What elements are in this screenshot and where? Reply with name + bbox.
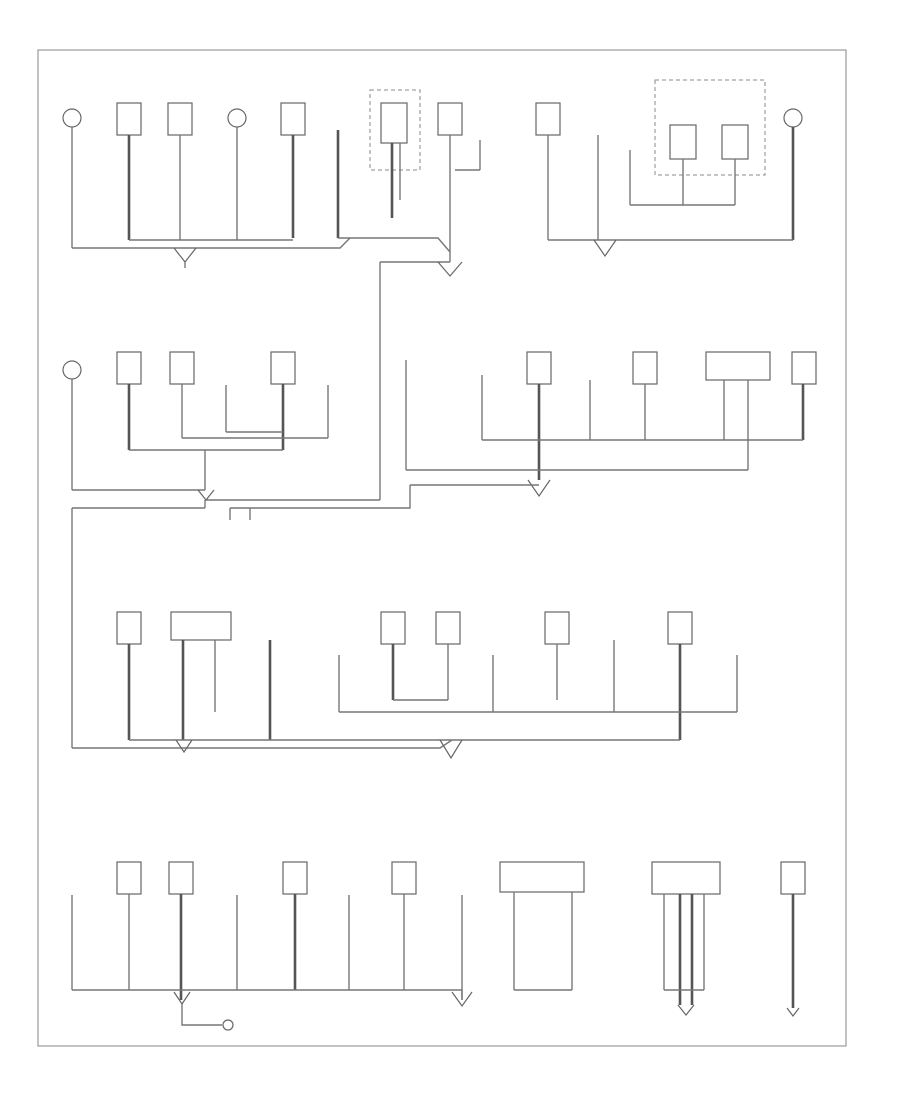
bus-r2-left-top [182, 431, 328, 439]
component-r2-5 [270, 351, 296, 450]
component-r2-1 [62, 360, 82, 490]
component-r3-6 [435, 611, 461, 700]
component-r3-8 [544, 611, 570, 700]
component-r1-11 [597, 135, 631, 240]
component-r1-13 [783, 108, 803, 240]
row-3-components [72, 611, 738, 749]
bus-r3-main [72, 739, 680, 749]
component-r3-1 [116, 611, 142, 740]
bus-r2-left-bottom [72, 489, 380, 501]
component-r4-2 [116, 861, 142, 990]
diagram-frame [37, 49, 847, 1047]
component-r3-10 [667, 611, 693, 740]
bus-r1-left-2 [129, 237, 451, 253]
component-r1-8 [437, 102, 463, 262]
ground-g106 [175, 739, 193, 754]
bus-r2-left [129, 449, 283, 490]
bus-r4-left [72, 989, 572, 1000]
ground-g103 [593, 239, 617, 258]
component-r1-9 [455, 140, 481, 171]
component-r1-1 [62, 108, 82, 248]
component-r2-11 [632, 351, 658, 440]
bus-r1-center [379, 261, 450, 500]
component-r4-3 [168, 861, 194, 1000]
row-4-components [71, 861, 806, 1008]
row-2-components [62, 351, 817, 501]
ground-g104 [197, 489, 215, 501]
ground-g107 [439, 739, 463, 760]
component-r2-12 [705, 351, 771, 470]
component-r1-2 [116, 102, 142, 240]
component-r1-5 [280, 102, 306, 238]
component-r4-5 [282, 861, 308, 990]
component-r1-4 [227, 108, 247, 240]
component-r1-12 [654, 79, 766, 205]
component-r4-11 [780, 861, 806, 1008]
ground-g110 [677, 1004, 695, 1016]
bus-r2-to-r3 [71, 500, 251, 748]
row-1-components [62, 79, 803, 500]
bus-r1-left [72, 237, 351, 249]
component-r4-10 [651, 861, 721, 1005]
component-r4-9 [499, 861, 585, 990]
component-r3-5 [380, 611, 406, 700]
component-r2-13 [791, 351, 817, 440]
component-r2-9 [526, 351, 552, 480]
ground-g105 [527, 479, 551, 498]
component-r3-2 [170, 611, 232, 740]
ground-g101 [173, 247, 197, 268]
component-r4-7 [391, 861, 417, 990]
component-r2-3 [169, 351, 195, 438]
ground-g111 [786, 1007, 800, 1017]
ground-g109 [451, 991, 473, 1008]
component-r1-3 [167, 102, 193, 240]
bus-r2-center [230, 484, 539, 509]
component-r1-7 [369, 89, 421, 218]
ground-g108 [173, 991, 234, 1031]
ground-g102 [437, 261, 463, 277]
component-r1-10 [535, 102, 561, 240]
component-r2-2 [116, 351, 142, 450]
